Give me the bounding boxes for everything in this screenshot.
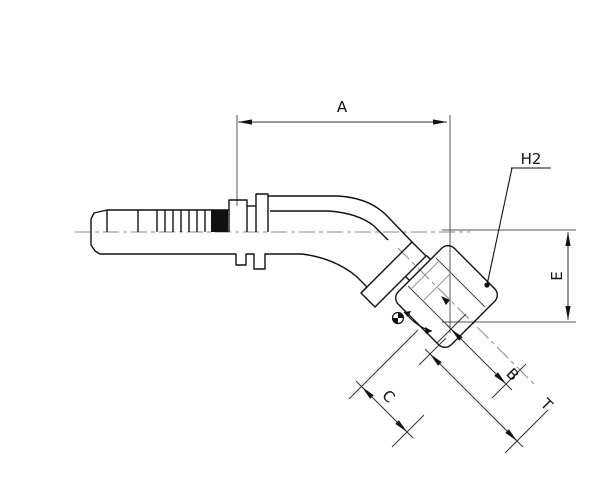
leader-dot (484, 282, 490, 288)
hose-tail (90, 209, 368, 294)
crimp-band (211, 210, 228, 232)
leader-label-h2: H2 (521, 150, 542, 168)
dimension-e: E (548, 232, 571, 320)
dimension-c: C (348, 329, 425, 448)
neck-collar (360, 241, 427, 308)
dim-label-b: B (503, 364, 523, 384)
leader-h2: H2 (484, 150, 551, 288)
dimension-t: T (418, 337, 557, 454)
centerline-angled (397, 247, 537, 387)
extension-lines (236, 115, 576, 333)
retaining-collars (228, 193, 269, 232)
dimension-a: A (238, 98, 447, 125)
swivel-ball-mark (391, 311, 405, 325)
dim-label-e: E (548, 271, 566, 280)
dim-label-a: A (337, 98, 348, 116)
bend-neck (268, 195, 431, 281)
dim-label-c: C (378, 386, 398, 406)
cone-angle-annotation (403, 311, 433, 334)
axis-flow-arrow (441, 296, 450, 305)
internal-thread-lines (410, 260, 452, 302)
